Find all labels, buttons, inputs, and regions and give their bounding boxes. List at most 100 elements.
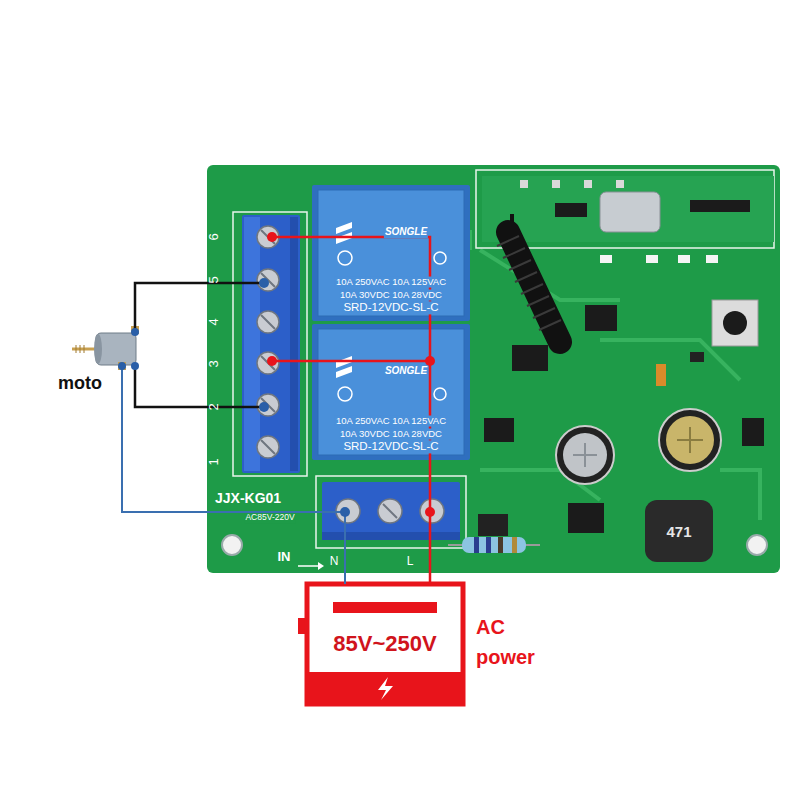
terminal-block [244,217,260,471]
terminal-block [257,226,279,458]
power-source [333,602,437,613]
text-slot: SONGLE [384,365,428,377]
label-slot: L [407,555,414,569]
connection-dot [267,356,277,366]
capacitor [556,426,614,484]
relay [434,252,446,264]
rf-module [690,200,750,212]
relay-model: SRD-12VDC-SL-C [342,440,439,453]
voltage-rating: AC85V-220V [244,513,295,523]
neutral-wire [122,366,345,584]
resistor [512,537,517,553]
terminal-block [257,269,279,291]
pcb-board [233,212,307,476]
text-slot: 10A 250VAC 10A 125VAC [335,416,447,427]
text-slot: SRD-12VDC-SL-C [342,301,439,314]
terminal-number: 5 [207,276,222,283]
label-slot: 2 [207,403,222,410]
smd-parts [678,255,690,263]
terminal-block [257,394,279,416]
text-slot: JJX-KG01 [215,490,281,506]
capacitor [659,409,721,471]
label-slot: 4 [207,318,222,325]
board-model: JJX-KG01 [215,490,281,506]
motor-wire [135,283,262,407]
capacitor [573,443,597,467]
relay [312,324,470,460]
brand-name: SONGLE [384,226,428,238]
inductor [645,500,713,562]
rf-module [520,180,624,188]
power-source [298,584,463,704]
input-arrow [298,565,318,567]
power-source [307,584,463,704]
terminal-number: 2 [207,403,222,410]
resistor [448,537,540,553]
rf-module [584,180,592,188]
motor-label: moto [58,373,102,394]
power-source-box: 85V~250V [305,582,465,705]
terminal-name: N [330,555,339,569]
antenna-coil [497,236,561,330]
motor [94,334,102,364]
voltage-range: 85V~250V [332,631,437,656]
smd-parts [690,352,704,362]
relay [336,356,352,378]
rf-module [600,192,660,232]
pcb-board: SONGLE 10A 250VAC 10A 125VAC 10A 30VDC 10A… [207,165,780,573]
smd-parts [742,418,764,446]
connection-dot [425,507,435,517]
text-slot: SRD-12VDC-SL-C [342,440,439,453]
terminal-block [242,215,300,473]
capacitor [666,416,714,464]
connection-dot [118,278,350,517]
terminal-block [242,215,300,473]
relay [312,185,470,321]
relay [338,251,352,265]
motor [118,362,126,370]
connection-dot [267,232,435,517]
relay-rating: 10A 250VAC 10A 125VAC [335,416,447,427]
relay [434,388,446,400]
label-slot: 5 [207,276,222,283]
text-slot: SONGLE [384,226,428,238]
smd-parts [600,255,612,263]
label-slot: moto [58,373,102,394]
relay [318,190,464,316]
pcb-board [480,250,620,300]
connection-dot [131,362,139,370]
brand-name: SONGLE [384,365,428,377]
relay [312,185,470,321]
inductor-code: 471 [666,523,691,540]
label-slot: 3 [207,360,222,367]
terminal-block [261,230,275,454]
terminal-block [257,226,279,248]
rf-module [552,180,560,188]
input-terminal-block [322,532,460,540]
push-button [723,311,747,335]
motor-wire [135,283,262,332]
input-terminal-block [378,499,402,523]
relay-rating: 10A 30VDC 10A 28VDC [339,290,443,301]
input-marker: IN [278,550,291,565]
smd-parts [706,255,718,263]
relay-box: SONGLE 10A 250VAC 10A 125VAC 10A 30VDC 10A… [314,324,470,460]
power-source [307,672,463,704]
motor [76,345,84,353]
rf-module [482,176,774,242]
label-slot: AC85V-220V [244,513,295,523]
terminal-block [290,217,298,471]
text-slot: 10A 30VDC 10A 28VDC [339,429,443,440]
rf-module [616,180,624,188]
input-terminal-block [420,499,444,523]
terminal-number: 4 [207,318,222,325]
input-terminal-block [336,499,444,523]
resistor [462,537,526,553]
connection-dot [267,232,277,242]
antenna-coil [497,214,561,342]
capacitor [677,427,703,453]
label-slot: IN [278,550,291,565]
rf-module [555,203,587,217]
connection-dot [131,328,139,336]
